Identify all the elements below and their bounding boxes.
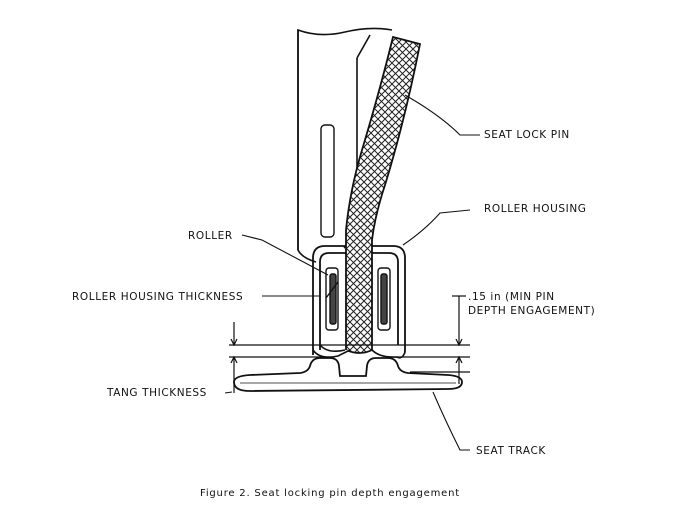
label-min-pin-line2: DEPTH ENGAGEMENT): [468, 305, 595, 317]
label-min-pin-line1: .15 in (MIN PIN: [468, 291, 555, 303]
label-roller: ROLLER: [188, 230, 233, 242]
label-seat-lock-pin: SEAT LOCK PIN: [484, 129, 570, 141]
leader-lines: [224, 94, 480, 451]
label-seat-track: SEAT TRACK: [476, 445, 546, 457]
label-roller-housing: ROLLER HOUSING: [484, 203, 587, 215]
roller-shapes: [325, 267, 391, 331]
label-roller-housing-thickness: ROLLER HOUSING THICKNESS: [72, 291, 243, 303]
seat-track-shape: [233, 357, 463, 392]
label-tang-thickness: TANG THICKNESS: [106, 387, 207, 399]
seat-lock-pin-shape: [345, 35, 422, 354]
dimension-lines: [229, 295, 470, 393]
leg-slot: [320, 124, 335, 238]
figure-caption: Figure 2. Seat locking pin depth engagem…: [200, 488, 460, 499]
